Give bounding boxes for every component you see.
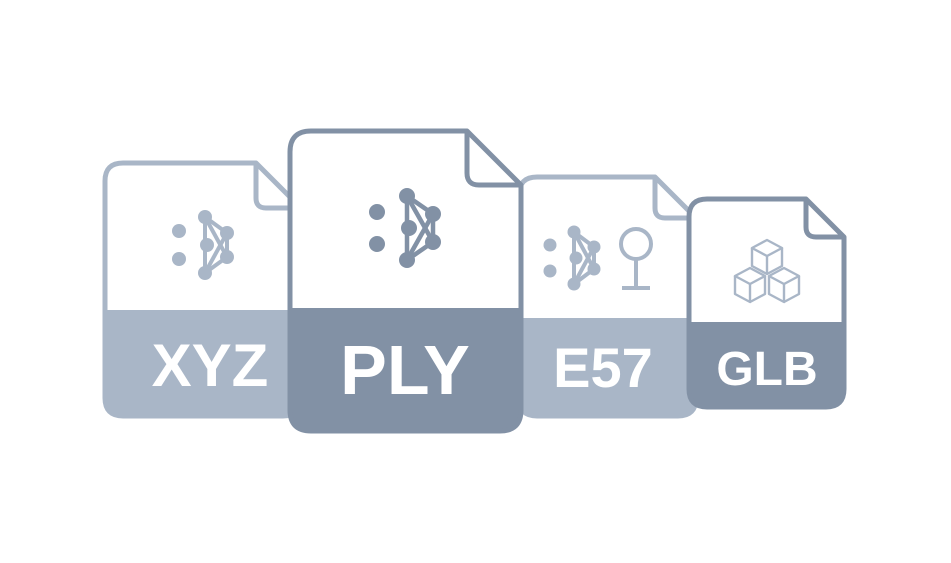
file-label-e57: E57: [553, 336, 653, 399]
file-glb: GLB: [685, 196, 853, 414]
point-cloud-icon: [543, 225, 601, 291]
scanner-icon: [619, 227, 653, 290]
file-e57: E57: [515, 174, 705, 422]
point-cloud-icon: [172, 210, 234, 280]
file-label-glb: GLB: [716, 343, 817, 396]
point-cloud-icon: [369, 188, 441, 268]
file-label-ply: PLY: [340, 331, 470, 409]
file-ply: PLY: [287, 128, 529, 438]
stacked-cubes-icon: [733, 238, 801, 304]
file-label-xyz: XYZ: [152, 332, 269, 399]
file-xyz: XYZ: [101, 160, 306, 422]
